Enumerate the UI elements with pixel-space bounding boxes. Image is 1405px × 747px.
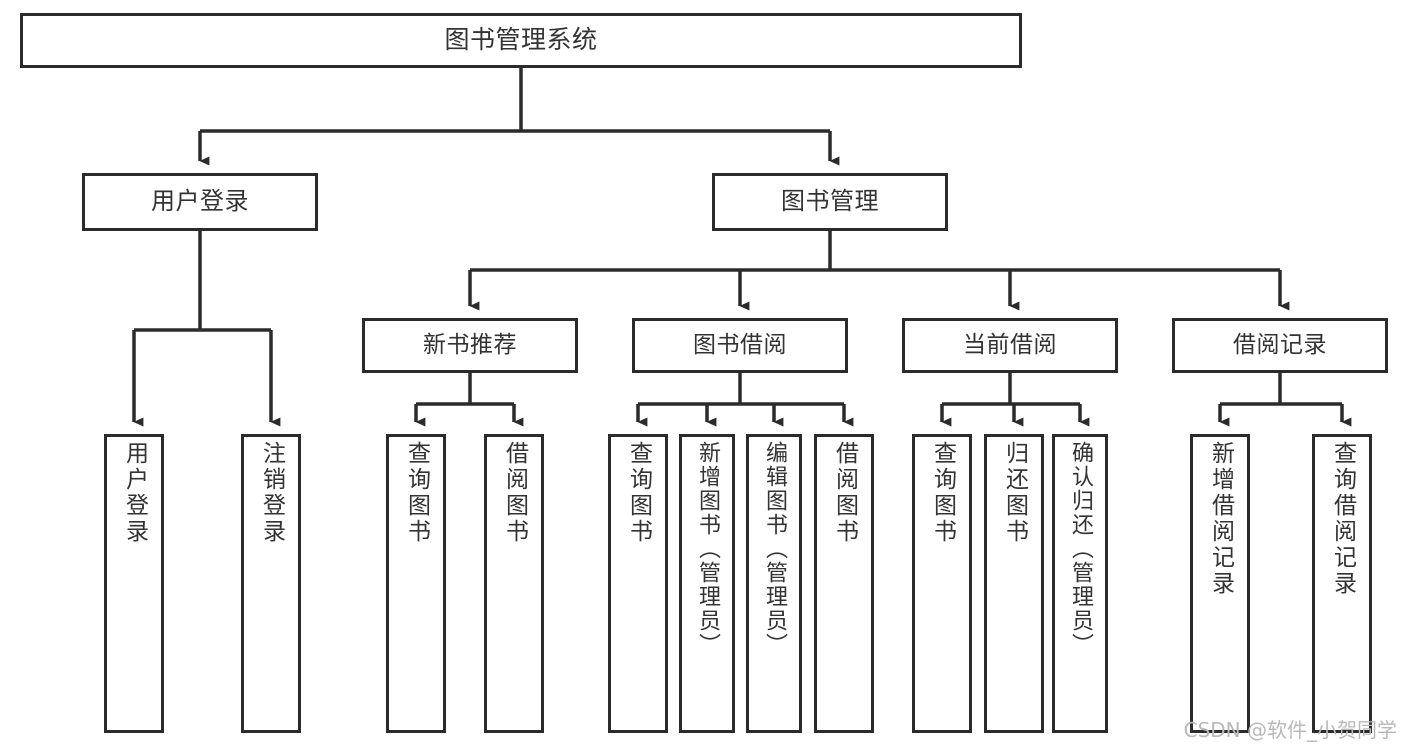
connector-root-to-level1: [198, 68, 840, 166]
node-root[interactable]: 图书管理系统: [20, 13, 1022, 68]
node-root-label: 图书管理系统: [444, 25, 598, 55]
connector-bookborrow-to-leaves: [636, 373, 854, 427]
node-leaf-borrow-book-recommend-label: 借阅图书: [501, 441, 528, 545]
node-book-borrow[interactable]: 图书借阅: [632, 318, 848, 373]
connector-bookmanage-to-level2: [468, 231, 1290, 311]
node-leaf-borrow-book-label: 借阅图书: [831, 441, 858, 545]
node-leaf-query-book-recommend-label: 查询图书: [403, 441, 430, 545]
node-leaf-user-logout-label: 注销登录: [258, 441, 285, 545]
node-book-manage-label: 图书管理: [781, 187, 879, 216]
node-leaf-query-book-current-label: 查询图书: [929, 441, 956, 545]
node-book-borrow-label: 图书借阅: [693, 332, 787, 359]
node-leaf-confirm-return[interactable]: 确认归还（管理员）: [1052, 434, 1108, 733]
node-leaf-query-borrow-record-label: 查询借阅记录: [1329, 441, 1356, 597]
node-borrow-record[interactable]: 借阅记录: [1172, 318, 1388, 373]
node-book-manage[interactable]: 图书管理: [712, 173, 948, 231]
node-leaf-query-book-borrow[interactable]: 查询图书: [608, 434, 668, 733]
node-current-borrow[interactable]: 当前借阅: [902, 318, 1118, 373]
node-leaf-borrow-book[interactable]: 借阅图书: [814, 434, 874, 733]
node-leaf-query-book-current[interactable]: 查询图书: [912, 434, 972, 733]
node-leaf-return-book-label: 归还图书: [1001, 441, 1028, 545]
connector-currentborrow-to-leaves: [940, 373, 1090, 427]
node-leaf-add-book[interactable]: 新增图书（管理员）: [679, 434, 735, 733]
node-leaf-query-book-recommend[interactable]: 查询图书: [386, 434, 446, 733]
node-leaf-edit-book[interactable]: 编辑图书（管理员）: [746, 434, 802, 733]
node-leaf-user-login-label: 用户登录: [121, 441, 148, 545]
connector-borrowrecord-to-leaves: [1218, 373, 1352, 427]
node-new-book-recommend-label: 新书推荐: [423, 332, 517, 359]
node-borrow-record-label: 借阅记录: [1233, 332, 1327, 359]
node-leaf-confirm-return-label: 确认归还（管理员）: [1068, 441, 1093, 657]
node-leaf-borrow-book-recommend[interactable]: 借阅图书: [484, 434, 544, 733]
node-new-book-recommend[interactable]: 新书推荐: [362, 318, 578, 373]
node-leaf-user-login[interactable]: 用户登录: [104, 434, 164, 733]
node-leaf-edit-book-label: 编辑图书（管理员）: [762, 441, 787, 657]
node-user-login-label: 用户登录: [151, 187, 249, 216]
node-leaf-return-book[interactable]: 归还图书: [984, 434, 1044, 733]
node-current-borrow-label: 当前借阅: [963, 332, 1057, 359]
node-leaf-add-borrow-record[interactable]: 新增借阅记录: [1190, 434, 1250, 733]
node-leaf-query-book-borrow-label: 查询图书: [625, 441, 652, 545]
connector-newbook-to-leaves: [414, 373, 524, 427]
node-leaf-add-book-label: 新增图书（管理员）: [695, 441, 720, 657]
node-leaf-user-logout[interactable]: 注销登录: [241, 434, 301, 733]
node-leaf-add-borrow-record-label: 新增借阅记录: [1207, 441, 1234, 597]
connector-userlogin-to-leaves: [132, 231, 281, 427]
node-user-login[interactable]: 用户登录: [82, 173, 318, 231]
node-leaf-query-borrow-record[interactable]: 查询借阅记录: [1312, 434, 1372, 733]
